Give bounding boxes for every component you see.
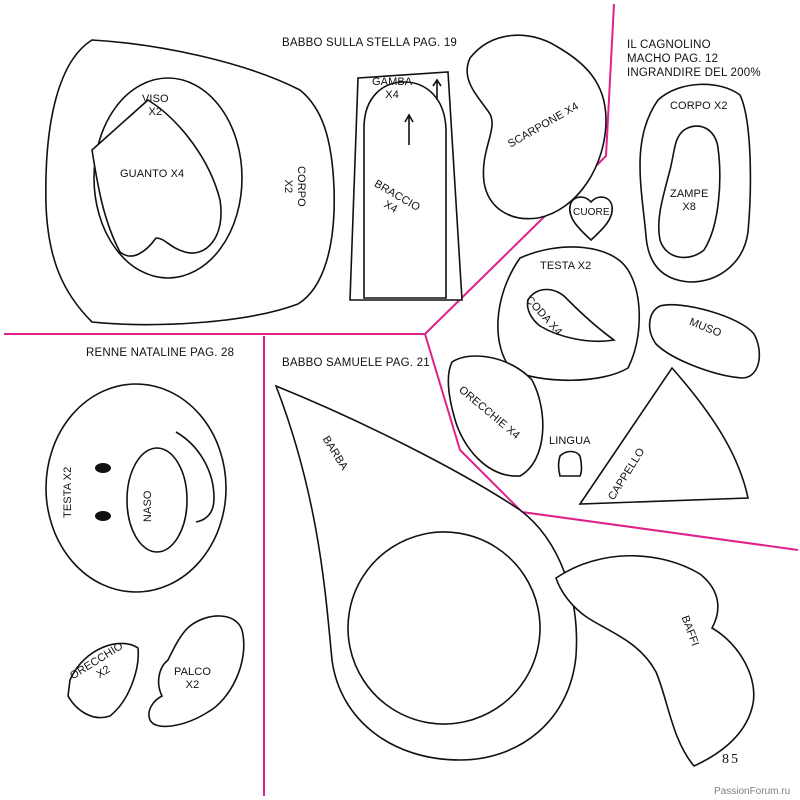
label-zampe: ZAMPE X8 <box>670 188 708 214</box>
section-title-renne: RENNE NATALINE PAG. 28 <box>86 347 235 359</box>
label-viso-name: VISO <box>142 93 169 105</box>
label-corpo-cane: CORPO X2 <box>670 100 728 112</box>
orecchio-piece <box>67 642 140 719</box>
occhio-sinistro <box>95 463 111 473</box>
watermark: PassionForum.ru <box>714 786 791 797</box>
baffi-piece <box>555 555 755 767</box>
gamba-arrow <box>432 78 442 100</box>
section-title-babbo-stella: BABBO SULLA STELLA PAG. 19 <box>282 37 458 49</box>
label-viso: VISO X2 <box>142 93 169 119</box>
label-zampe-qty: X8 <box>682 201 697 213</box>
section-title-cagnolino-line3: INGRANDIRE DEL 200% <box>627 67 761 79</box>
section-title-babbo-samuele: BABBO SAMUELE PAG. 21 <box>282 357 430 369</box>
braccio-piece <box>363 81 447 299</box>
orecchie-piece <box>447 355 544 477</box>
occhio-destro <box>95 511 111 521</box>
palco-piece <box>148 615 245 728</box>
section-dividers <box>4 3 799 796</box>
label-palco: PALCO X2 <box>174 666 211 692</box>
label-viso-qty: X2 <box>148 106 163 118</box>
divider-top-right <box>424 3 615 335</box>
cuore-piece <box>568 196 614 242</box>
coda-piece <box>526 288 617 343</box>
section-title-cagnolino-line1: IL CAGNOLINO <box>627 39 711 51</box>
naso-piece <box>126 447 188 553</box>
braccio-arrow <box>404 113 414 145</box>
section-title-cagnolino-line2: MACHO PAG. 12 <box>627 53 719 65</box>
bocca-line <box>175 431 215 523</box>
muso-piece <box>648 303 761 379</box>
label-testa-cane: TESTA X2 <box>540 260 592 272</box>
scarpone-piece <box>466 34 607 220</box>
guanto-piece <box>91 99 222 257</box>
label-palco-name: PALCO <box>174 666 211 678</box>
page-number: 85 <box>722 752 740 767</box>
label-naso: NASO <box>142 490 154 522</box>
label-zampe-name: ZAMPE <box>670 188 709 200</box>
label-corpo-babbo-qty: X2 <box>282 179 294 194</box>
label-gamba-qty: X4 <box>385 89 399 101</box>
label-testa-renna: TESTA X2 <box>62 466 74 518</box>
barba-interno <box>347 531 541 725</box>
cappello-piece <box>578 366 749 505</box>
label-gamba-name: GAMBA <box>372 76 413 88</box>
label-cuore: CUORE <box>573 207 610 218</box>
label-guanto: GUANTO X4 <box>120 168 185 180</box>
label-lingua: LINGUA <box>549 435 591 447</box>
label-gamba: GAMBA X4 <box>372 76 412 102</box>
divider-right-diagonal <box>424 333 799 551</box>
label-corpo-babbo-name: CORPO <box>295 166 307 207</box>
label-palco-qty: X2 <box>185 679 200 691</box>
zampe-piece <box>657 125 721 259</box>
label-corpo-babbo: CORPO X2 <box>281 166 307 207</box>
lingua-piece <box>557 450 583 477</box>
